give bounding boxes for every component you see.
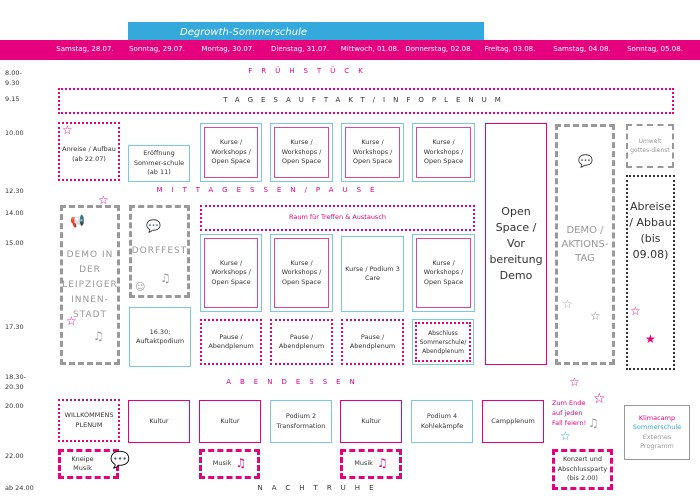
time-label: ab 24.00 — [5, 484, 34, 492]
time-label: 22.00 — [5, 452, 24, 460]
legend-sommerschule: Sommerschule — [632, 423, 682, 431]
day-header: Samstag, 04.08. — [553, 45, 611, 53]
time-label: 12.30 — [5, 187, 24, 195]
day-header: Dienstag, 31.07. — [271, 45, 329, 53]
auftaktpodium-box: 16.30: Auftaktpodium — [129, 307, 191, 367]
speech-bubble-icon: 💬 — [578, 154, 593, 168]
time-label: 10.00 — [5, 129, 24, 137]
star-icon: ☆ — [98, 193, 109, 207]
legend: Klimacamp Sommerschule Externes Programm — [624, 405, 690, 460]
star-icon: ☆ — [630, 304, 641, 318]
kneipe-box: Kneipe Musik — [58, 449, 119, 479]
musik-box: Musik♫ — [199, 449, 260, 479]
abschluss-box: Abschluss Sommerschule/ Abendplenum — [412, 319, 474, 365]
kurse-box: Kurse / Workshops / Open Space — [270, 123, 333, 182]
title-tab: Degrowth-Sommerschule — [128, 22, 484, 41]
day-header: Sonntag, 05.08. — [627, 45, 683, 53]
anreise-box: Anreise / Aufbau (ab 22.07) — [58, 122, 120, 181]
star-icon: ★ — [645, 332, 656, 346]
music-icon: ♫ — [93, 329, 104, 343]
time-label: 18.30- — [5, 373, 26, 381]
star-icon: ☆ — [560, 429, 571, 443]
kurse-box: Kurse / Workshops / Open Space — [200, 234, 262, 312]
time-label: 17.30 — [5, 323, 24, 331]
star-icon: ☆ — [593, 391, 606, 407]
day-header-band — [0, 40, 700, 60]
day-header: Mittwoch, 01.08. — [340, 45, 400, 53]
nachtruhe-band: NACHTRUHE — [257, 484, 383, 492]
time-label: 9.15 — [5, 95, 20, 103]
time-label: 15.00 — [5, 239, 24, 247]
musik-box: Musik♫ — [340, 449, 402, 479]
speech-bubble-icon: 💬 — [110, 450, 130, 469]
fruehstueck-band: FRÜHSTÜCK — [248, 67, 372, 75]
star-icon: ☆ — [569, 375, 580, 389]
demo-leipzig-box: DEMO IN DER LEIPZIGER INNEN-STADT — [60, 205, 120, 365]
mittag-band: MITTAGESSEN/PAUSE — [156, 186, 384, 194]
pause-box: Pause / Abendplenum — [270, 319, 333, 365]
day-header: Montag, 30.07. — [201, 45, 255, 53]
gottesdienst-box: Umwelt gottes-dienst — [626, 124, 674, 168]
star-icon: ☆ — [562, 297, 573, 311]
speech-bubble-icon: 💬 — [146, 219, 161, 233]
time-label: 8.00- — [5, 69, 22, 77]
legend-extern: Externes Programm — [640, 432, 674, 451]
konzert-box: Konzert und Abschlussparty (bis 2.00) — [552, 449, 613, 490]
openspace-box: Open Space / Vor bereitung Demo — [485, 123, 547, 365]
star-icon: ☆ — [62, 123, 73, 137]
abreise-box: Abreise / Abbau (bis 09.08) — [626, 175, 675, 370]
legend-klimacamp: Klimacamp — [638, 413, 676, 422]
kurse-box: Kurse / Workshops / Open Space — [412, 234, 475, 312]
kurse-box: Kurse / Workshops / Open Space — [341, 123, 404, 182]
dorffest-box: DORFFEST — [129, 205, 190, 298]
smiley-icon: ☺ — [135, 282, 146, 293]
tagesauftakt-box: TAGESAUFTAKT/INFOPLENUM — [58, 88, 674, 114]
time-label: 9.30 — [5, 79, 20, 87]
music-icon: ♫ — [376, 456, 388, 471]
pause-box: Pause / Abendplenum — [341, 319, 404, 365]
kurse-box: Kurse / Workshops / Open Space — [200, 123, 262, 182]
music-icon: ♫ — [160, 271, 171, 285]
day-header: Samstag, 28.07. — [56, 45, 114, 53]
star-icon: ☆ — [66, 314, 77, 328]
day-header: Donnerstag, 02.08. — [405, 45, 473, 53]
kultur-box: Kultur — [128, 400, 190, 443]
time-label: 20.30 — [5, 383, 24, 391]
aktionstag-box: DEMO / AKTIONS-TAG — [555, 124, 615, 365]
star-icon: ☆ — [590, 309, 601, 323]
raum-treffen-box: Raum für Treffen & Austausch — [200, 205, 475, 231]
day-header: Freitag, 03.08. — [484, 45, 536, 53]
kultur-box: Kultur — [199, 400, 261, 443]
abendessen-band: ABENDESSEN — [226, 378, 364, 386]
kurse-box: Kurse / Workshops / Open Space — [412, 123, 475, 182]
time-label: 14.00 — [5, 209, 24, 217]
megaphone-icon: 📢 — [70, 214, 85, 228]
time-label: 20.00 — [5, 402, 24, 410]
campplenum-box: Campplenum — [482, 400, 544, 443]
music-icon: ♫ — [235, 456, 247, 471]
day-header: Sonntag, 29.07. — [129, 45, 185, 53]
zum-ende-text: Zum Ende auf jeden Fall feiern! — [552, 399, 587, 427]
kurse-box: Kurse / Workshops / Open Space — [270, 234, 333, 312]
willkommen-box: WILLKOMMENS PLENUM — [58, 399, 120, 442]
kultur-box: Kultur — [340, 400, 402, 443]
pause-box: Pause / Abendplenum — [200, 319, 262, 365]
music-icon: ♫ — [588, 416, 599, 430]
podium2-box: Podium 2 Transformation — [270, 400, 332, 443]
podium3-box: Kurse / Podium 3 Care — [341, 236, 404, 312]
eroeffnung-box: Eröffnung Sommer-schule (ab 11) — [128, 145, 190, 182]
podium4-box: Podium 4 Kohlekämpfe — [411, 400, 473, 443]
